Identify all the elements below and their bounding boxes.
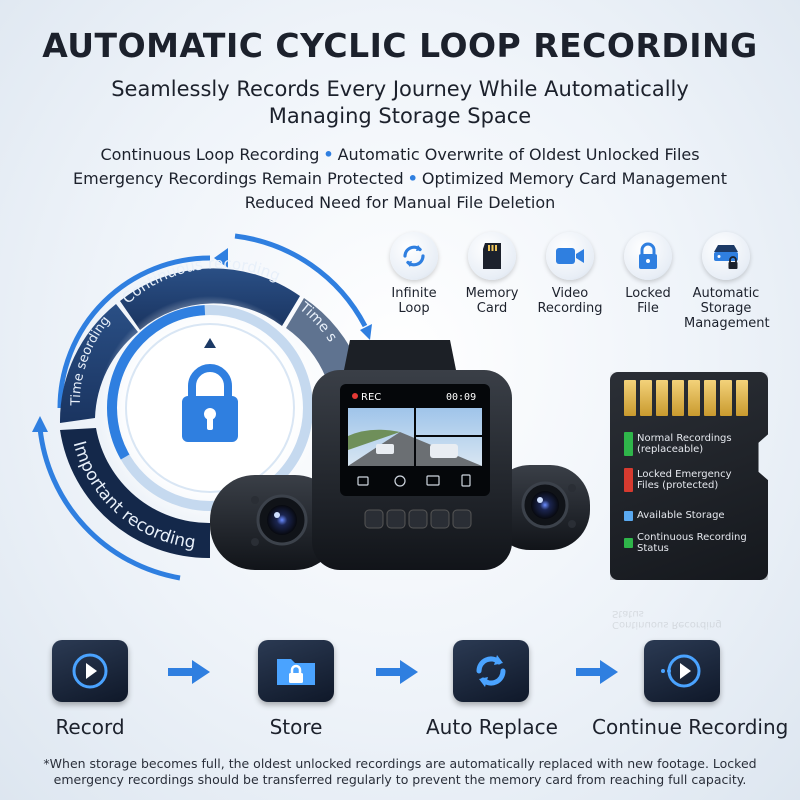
page-title: AUTOMATIC CYCLIC LOOP RECORDING	[42, 26, 758, 65]
lock-icon	[639, 242, 657, 269]
step-label: Record	[55, 715, 125, 739]
feature-icon-memory-card: Memory Card	[450, 232, 534, 316]
step-continue-recording: Continue Recording	[592, 640, 789, 739]
screen-playback-icon	[426, 475, 440, 486]
arrow-right-icon	[168, 660, 210, 684]
footnote: *When storage becomes full, the oldest u…	[43, 756, 757, 787]
cycle-arrow	[214, 248, 228, 268]
feature-icon-label: Memory Card	[465, 286, 519, 316]
feature-icon-infinite-loop: Infinite Loop	[372, 232, 456, 316]
sd-card-icon	[483, 243, 501, 269]
storage-lock-icon	[714, 245, 738, 269]
step-record: Record	[40, 640, 140, 739]
refresh-icon	[476, 655, 506, 687]
step-label: Continue Recording	[592, 715, 789, 739]
ring-segment	[59, 304, 138, 423]
page-subtitle: Seamlessly Records Every Journey While A…	[111, 77, 689, 128]
camera-button[interactable]	[386, 509, 406, 529]
feature-item: Emergency Recordings Remain Protected	[73, 169, 404, 188]
sd-card-graphic: Normal Recordings (replaceable) Locked E…	[610, 372, 768, 580]
cycle-arrow	[32, 416, 48, 432]
feature-icon-label: Automatic Storage Management	[684, 286, 770, 331]
ring-segment	[286, 298, 360, 378]
sd-card-contacts	[624, 380, 748, 416]
camera-button[interactable]	[452, 509, 472, 529]
feature-icons: Infinite Loop Memory Card Video Recordin…	[380, 232, 790, 342]
storage-row-normal: Normal Recordings (replaceable)	[624, 432, 752, 456]
arrow-right-icon	[576, 660, 618, 684]
step-auto-replace: Auto Replace	[426, 640, 558, 739]
dash-camera: REC 00:09	[210, 340, 590, 570]
feature-item: Reduced Need for Manual File Deletion	[244, 193, 556, 212]
cycle-arrow	[234, 233, 368, 328]
sd-card-reflection: Continuous Recording Status	[612, 608, 722, 630]
feature-item: Automatic Overwrite of Oldest Unlocked F…	[337, 145, 700, 164]
screen-video-icon	[357, 476, 369, 486]
rec-timer: 00:09	[446, 392, 476, 403]
cycle-arrow	[37, 427, 181, 581]
video-camera-icon	[556, 248, 584, 264]
storage-row-available: Available Storage	[624, 510, 752, 521]
step-label: Auto Replace	[426, 715, 558, 739]
feature-icon-locked-file: Locked File	[606, 232, 690, 316]
camera-button[interactable]	[430, 509, 450, 529]
step-store: Store	[246, 640, 346, 739]
loop-icon	[403, 245, 425, 267]
camera-button[interactable]	[364, 509, 384, 529]
feature-icon-storage-management: Automatic Storage Management	[684, 232, 770, 331]
feature-list: Continuous Loop Recording•Automatic Over…	[73, 145, 727, 212]
storage-row-locked: Locked Emergency Files (protected)	[624, 468, 752, 492]
feature-icon-video-recording: Video Recording	[528, 232, 612, 316]
camera-button[interactable]	[408, 509, 428, 529]
continue-play-icon	[661, 654, 701, 688]
feature-icon-label: Video Recording	[537, 286, 603, 316]
lock-icon	[182, 364, 238, 442]
screen-card-icon	[461, 474, 471, 487]
step-label: Store	[269, 715, 323, 739]
ring-segment	[60, 428, 210, 559]
recording-cycle-ring: Continuous recording Time seording Time …	[32, 233, 372, 581]
camera-buttons	[364, 509, 472, 529]
arrow-right-icon	[376, 660, 418, 684]
cycle-arrow	[360, 324, 372, 340]
cycle-arrow	[57, 255, 211, 409]
feature-item: Continuous Loop Recording	[100, 145, 320, 164]
rec-indicator: REC	[361, 392, 381, 403]
play-icon	[72, 653, 108, 689]
feature-icon-label: Infinite Loop	[391, 286, 437, 316]
feature-icon-label: Locked File	[625, 286, 671, 316]
storage-row-continuous: Continuous Recording Status	[624, 532, 752, 554]
ring-pointer	[204, 338, 216, 348]
screen-clock-icon	[394, 475, 406, 487]
folder-lock-icon	[277, 659, 315, 685]
feature-item: Optimized Memory Card Management	[421, 169, 727, 188]
process-steps: Record Store Auto Replace Continue Recor…	[40, 640, 789, 750]
